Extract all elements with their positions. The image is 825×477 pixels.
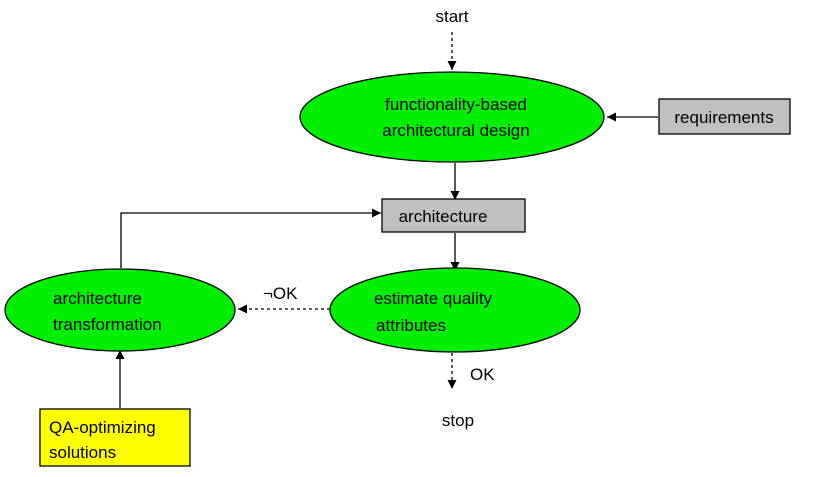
feedback-loop-arrow — [120, 208, 381, 268]
transformation-node: architecture transformation — [4, 268, 236, 352]
estimate-node-line2: attributes — [376, 316, 446, 335]
solutions-line1: QA-optimizing — [49, 418, 156, 437]
stop-label: stop — [442, 411, 474, 430]
architecture-node: architecture — [381, 198, 526, 233]
ok-label: OK — [470, 365, 495, 384]
design-node: functionality-based architectural design — [299, 71, 605, 163]
requirements-node: requirements — [658, 98, 791, 135]
design-node-line1: functionality-based — [385, 95, 527, 114]
solutions-node: QA-optimizing solutions — [39, 408, 191, 467]
estimate-node: estimate quality attributes — [329, 267, 581, 353]
not-ok-label: ¬OK — [263, 284, 298, 303]
estimate-node-line1: estimate quality — [374, 289, 493, 308]
start-label: start — [435, 7, 468, 26]
transformation-node-line2: transformation — [53, 315, 162, 334]
architecture-label: architecture — [399, 207, 488, 226]
design-node-line2: architectural design — [382, 121, 529, 140]
requirements-label: requirements — [674, 108, 773, 127]
transformation-node-line1: architecture — [53, 289, 142, 308]
solutions-line2: solutions — [49, 443, 116, 462]
